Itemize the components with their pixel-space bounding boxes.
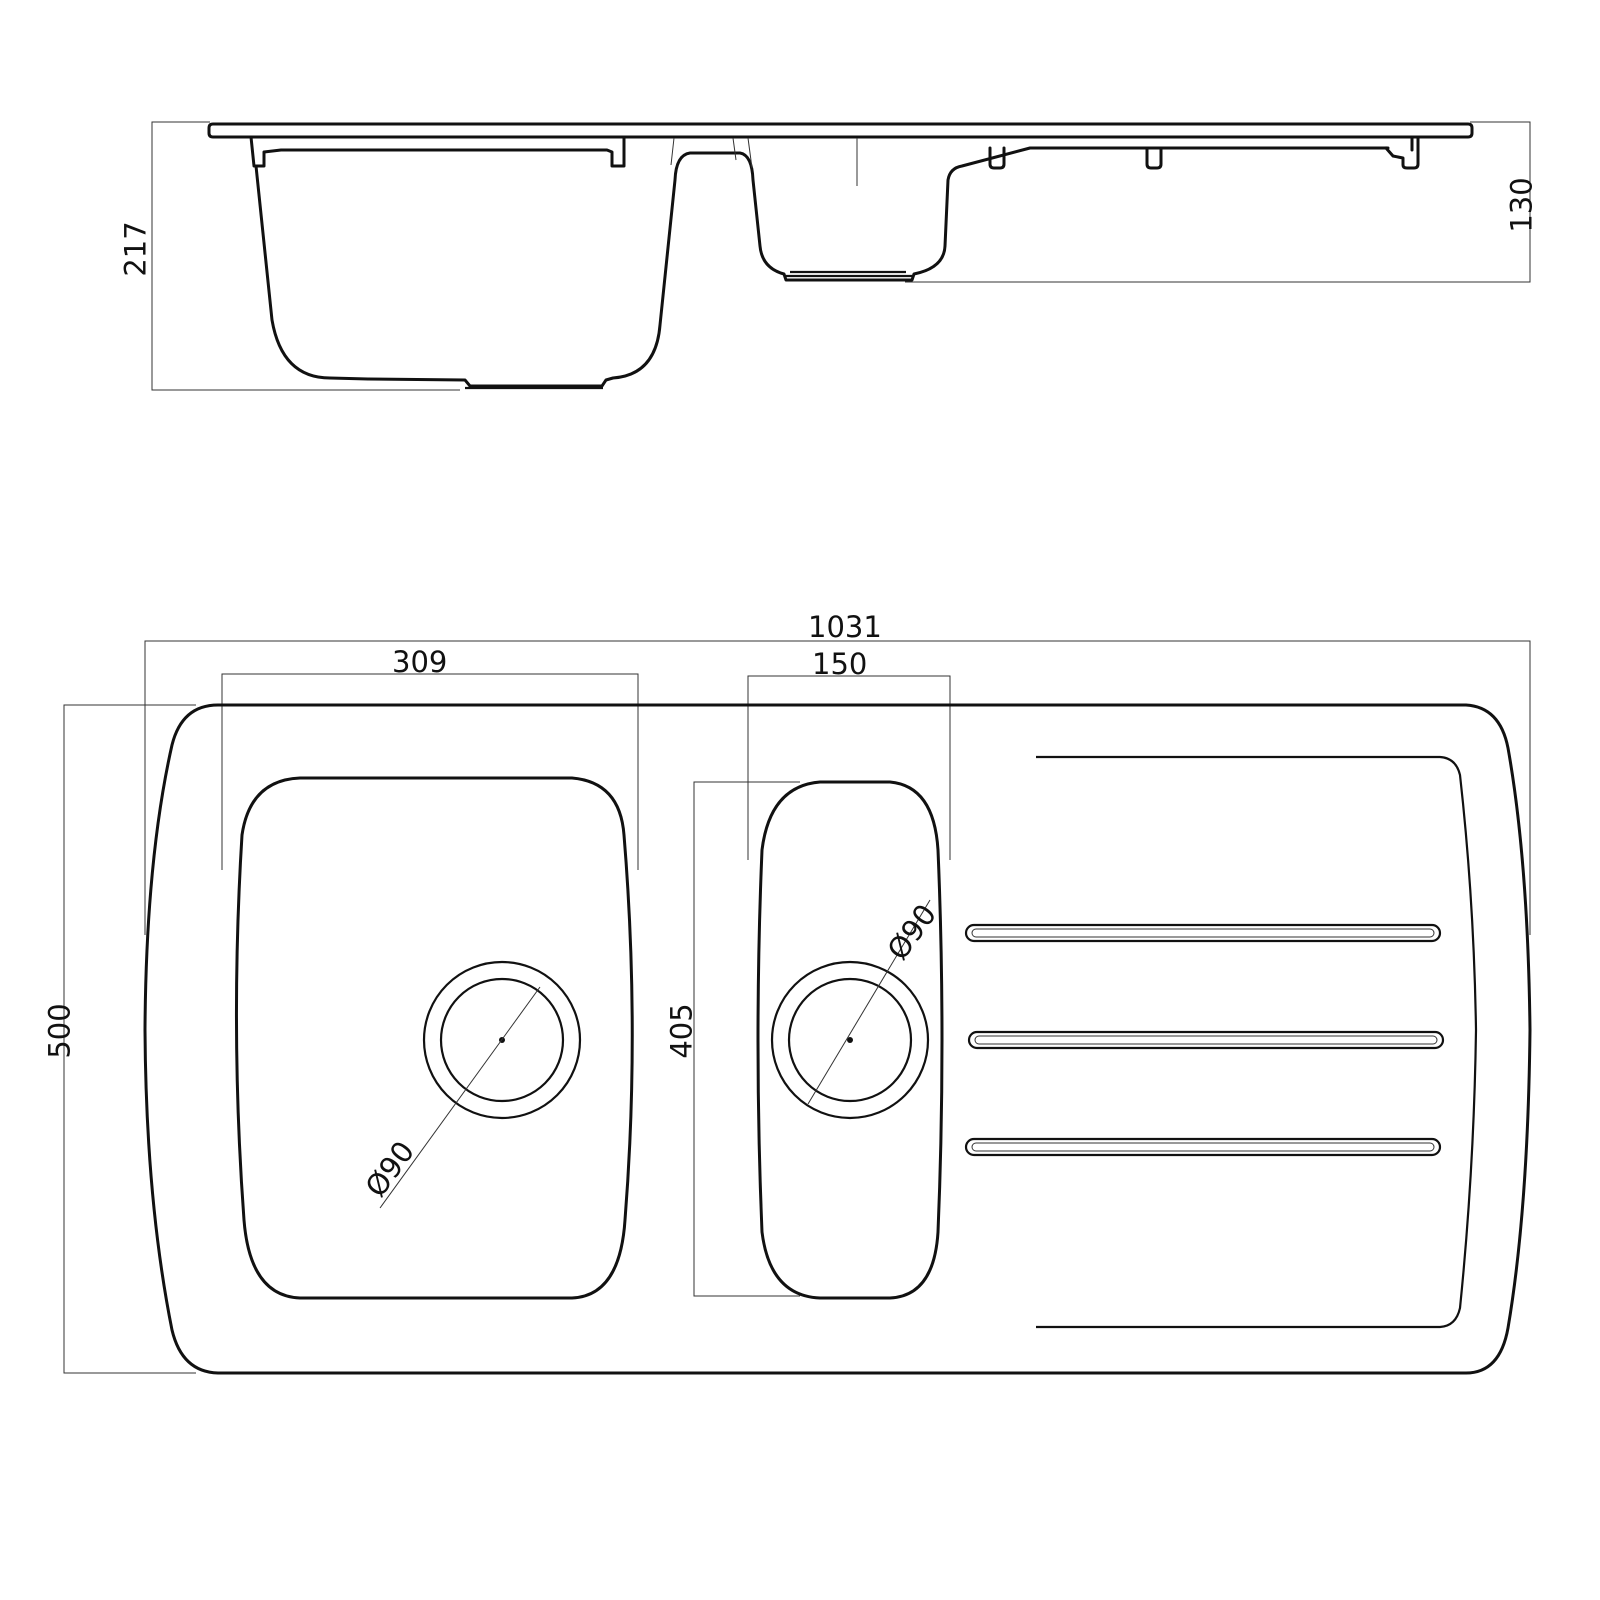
drainer-groove-3 — [964, 1137, 1442, 1157]
main-bowl-section — [249, 135, 1390, 388]
dim-405 — [693, 781, 800, 1297]
top-view — [63, 640, 1532, 1375]
drainer-groove-1 — [964, 923, 1442, 943]
label-217: 217 — [118, 221, 153, 277]
drainer-grooves — [964, 923, 1445, 1157]
main-waste — [379, 960, 582, 1209]
label-405: 405 — [664, 1003, 699, 1059]
dim-1031 — [144, 640, 1531, 935]
drainer-clip-1 — [988, 146, 1006, 170]
sink-outline — [143, 703, 1532, 1375]
sink-rim — [207, 122, 1474, 139]
label-500: 500 — [42, 1003, 77, 1059]
dim-217 — [151, 121, 460, 391]
dim-150 — [747, 675, 951, 860]
drainer-groove-2 — [967, 1030, 1445, 1050]
drainer-clip-2 — [1145, 146, 1163, 170]
label-309: 309 — [392, 645, 448, 679]
dim-500 — [63, 704, 196, 1374]
label-1031: 1031 — [808, 610, 882, 644]
drainer-end-clip — [1384, 135, 1420, 170]
label-150: 150 — [812, 647, 868, 681]
half-waste — [770, 899, 931, 1120]
dim-309 — [221, 673, 639, 870]
label-130: 130 — [1504, 177, 1539, 233]
dim-130 — [905, 121, 1531, 283]
drainer-area — [1036, 755, 1478, 1329]
half-bowl-waste — [786, 270, 912, 278]
half-bowl — [756, 780, 944, 1300]
side-view — [151, 121, 1531, 391]
main-bowl — [234, 776, 634, 1300]
